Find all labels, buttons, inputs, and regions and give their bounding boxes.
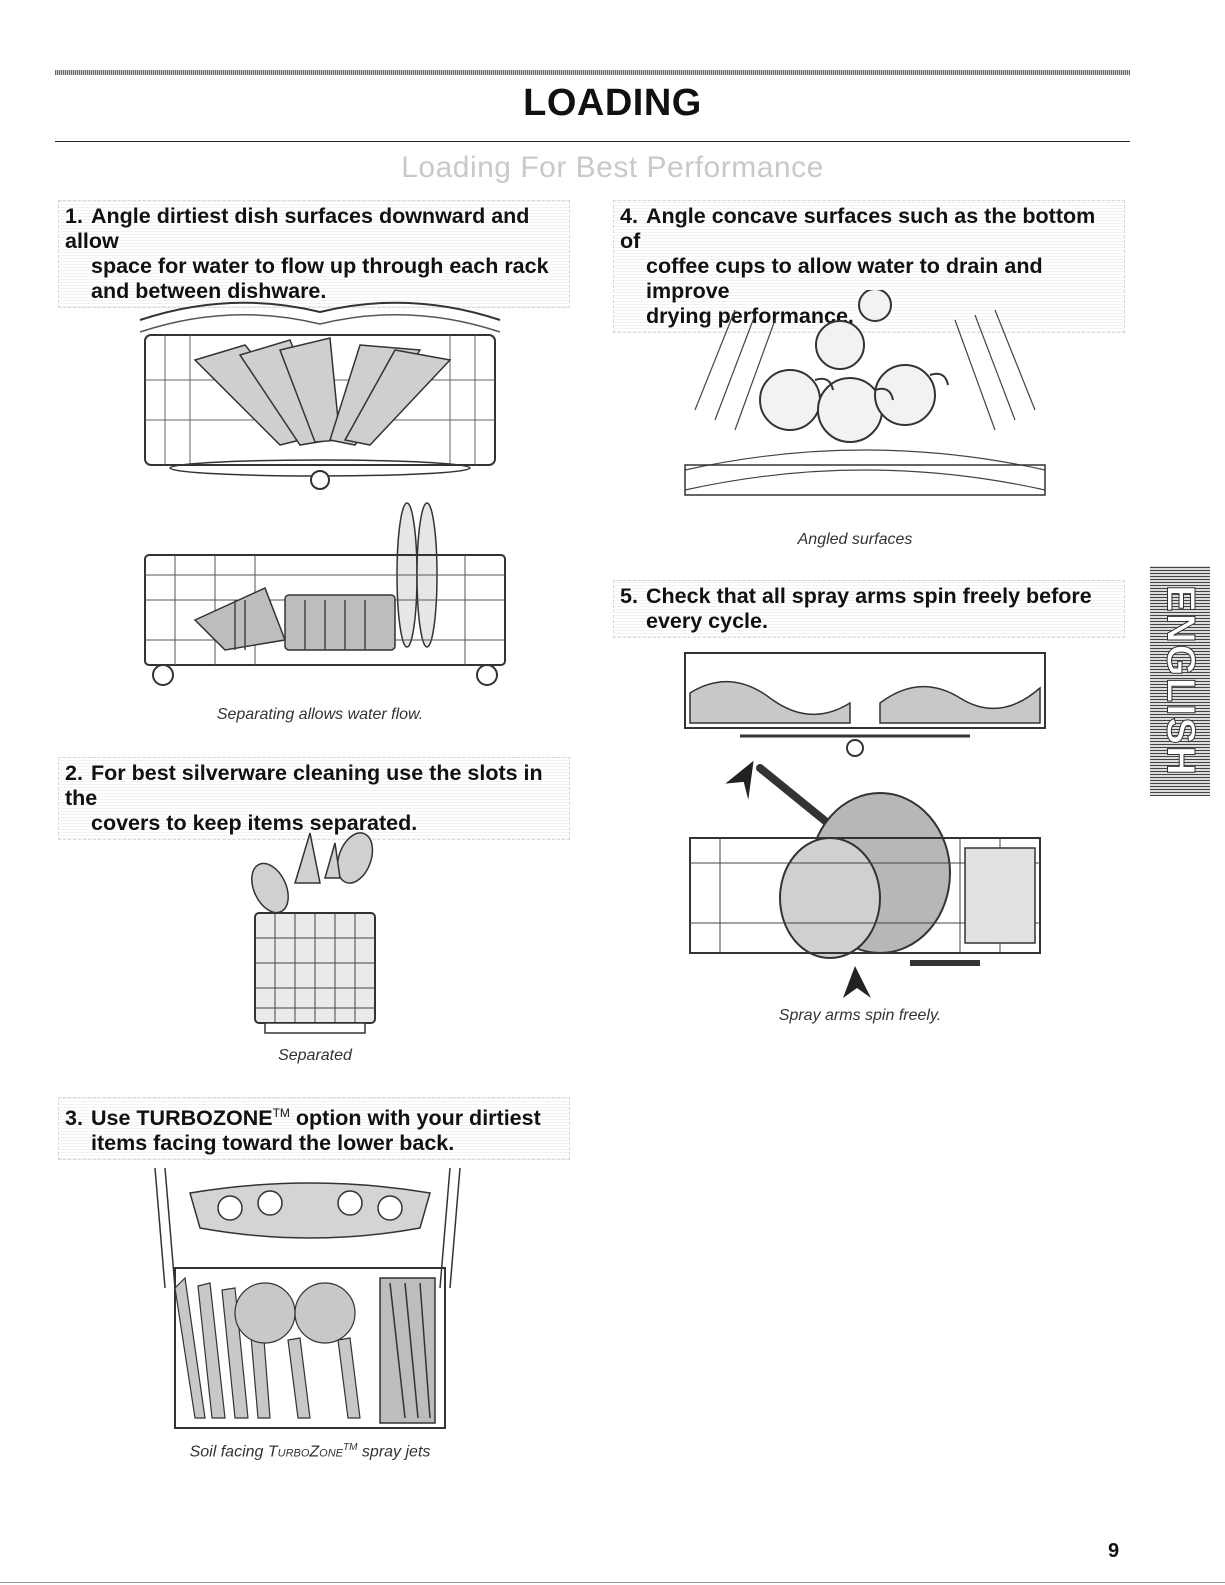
step-5-line-2: every cycle. xyxy=(646,609,768,633)
language-side-tab: ENGLISH xyxy=(1150,566,1210,796)
step-2-line-2: covers to keep items separated. xyxy=(91,811,418,835)
caption-spray: Spray arms spin freely. xyxy=(778,1007,942,1024)
step-1-line-1: Angle dirtiest dish surfaces downward an… xyxy=(65,204,530,253)
step-5-number: 5. xyxy=(620,584,638,608)
bottom-rule xyxy=(0,1582,1225,1583)
side-tab-label: ENGLISH xyxy=(1158,585,1203,778)
step-3: 3. Use TURBOZONETM option with your dirti… xyxy=(58,1097,570,1161)
caption-soil-post: spray jets xyxy=(357,1443,431,1461)
trademark-mark: TM xyxy=(272,1106,290,1120)
upper-rack-dishes-illustration xyxy=(139,301,501,490)
silverware-basket-illustration xyxy=(251,832,376,1034)
page-title: LOADING xyxy=(523,82,702,124)
caption-separating: Separating allows water flow. xyxy=(216,706,424,723)
turbozone-rack-illustration xyxy=(154,1168,461,1429)
lower-rack-plates-illustration xyxy=(144,502,506,686)
step-3-line-1-post: option with your dirtiest xyxy=(289,1106,541,1131)
step-3-line-2: items facing toward the lower back. xyxy=(91,1131,455,1156)
step-5-line-1: Check that all spray arms spin freely be… xyxy=(646,584,1092,608)
title-rule xyxy=(55,141,1130,142)
turbozone-brand: TURBOZONE xyxy=(136,1106,273,1131)
step-1: 1.Angle dirtiest dish surfaces downward … xyxy=(58,200,570,308)
step-4-line-1: Angle concave surfaces such as the botto… xyxy=(620,204,1096,253)
step-1-number: 1. xyxy=(65,204,83,228)
step-5: 5. Check that all spray arms spin freely … xyxy=(613,580,1125,638)
caption-separated: Separated xyxy=(278,1047,352,1064)
caption-soil-pre: Soil facing xyxy=(189,1443,268,1461)
caption-soil-facing: Soil facing TurboZoneTM spray jets xyxy=(150,1442,470,1461)
top-decorative-rule xyxy=(55,70,1130,75)
step-4-line-3: drying performance. xyxy=(646,304,854,328)
step-3-line-1-pre: Use xyxy=(91,1106,137,1131)
caption-soil-tm: TM xyxy=(343,1442,358,1453)
page-number: 9 xyxy=(1108,1540,1120,1562)
spray-arms-illustration xyxy=(684,652,1046,998)
step-3-number: 3. xyxy=(65,1106,83,1131)
step-2-line-1: For best silverware cleaning use the slo… xyxy=(65,761,543,810)
step-4-line-2: coffee cups to allow water to drain and … xyxy=(646,254,1043,303)
step-1-line-3: and between dishware. xyxy=(91,279,327,303)
caption-soil-brand: TurboZone xyxy=(267,1443,344,1461)
section-title: Loading For Best Performance xyxy=(401,151,824,184)
step-2: 2.For best silverware cleaning use the s… xyxy=(58,757,570,840)
caption-angled: Angled surfaces xyxy=(797,531,913,548)
angled-cups-illustration xyxy=(684,290,1046,496)
step-1-line-2: space for water to flow up through each … xyxy=(91,254,549,278)
step-4-number: 4. xyxy=(620,204,638,228)
step-2-number: 2. xyxy=(65,761,83,785)
